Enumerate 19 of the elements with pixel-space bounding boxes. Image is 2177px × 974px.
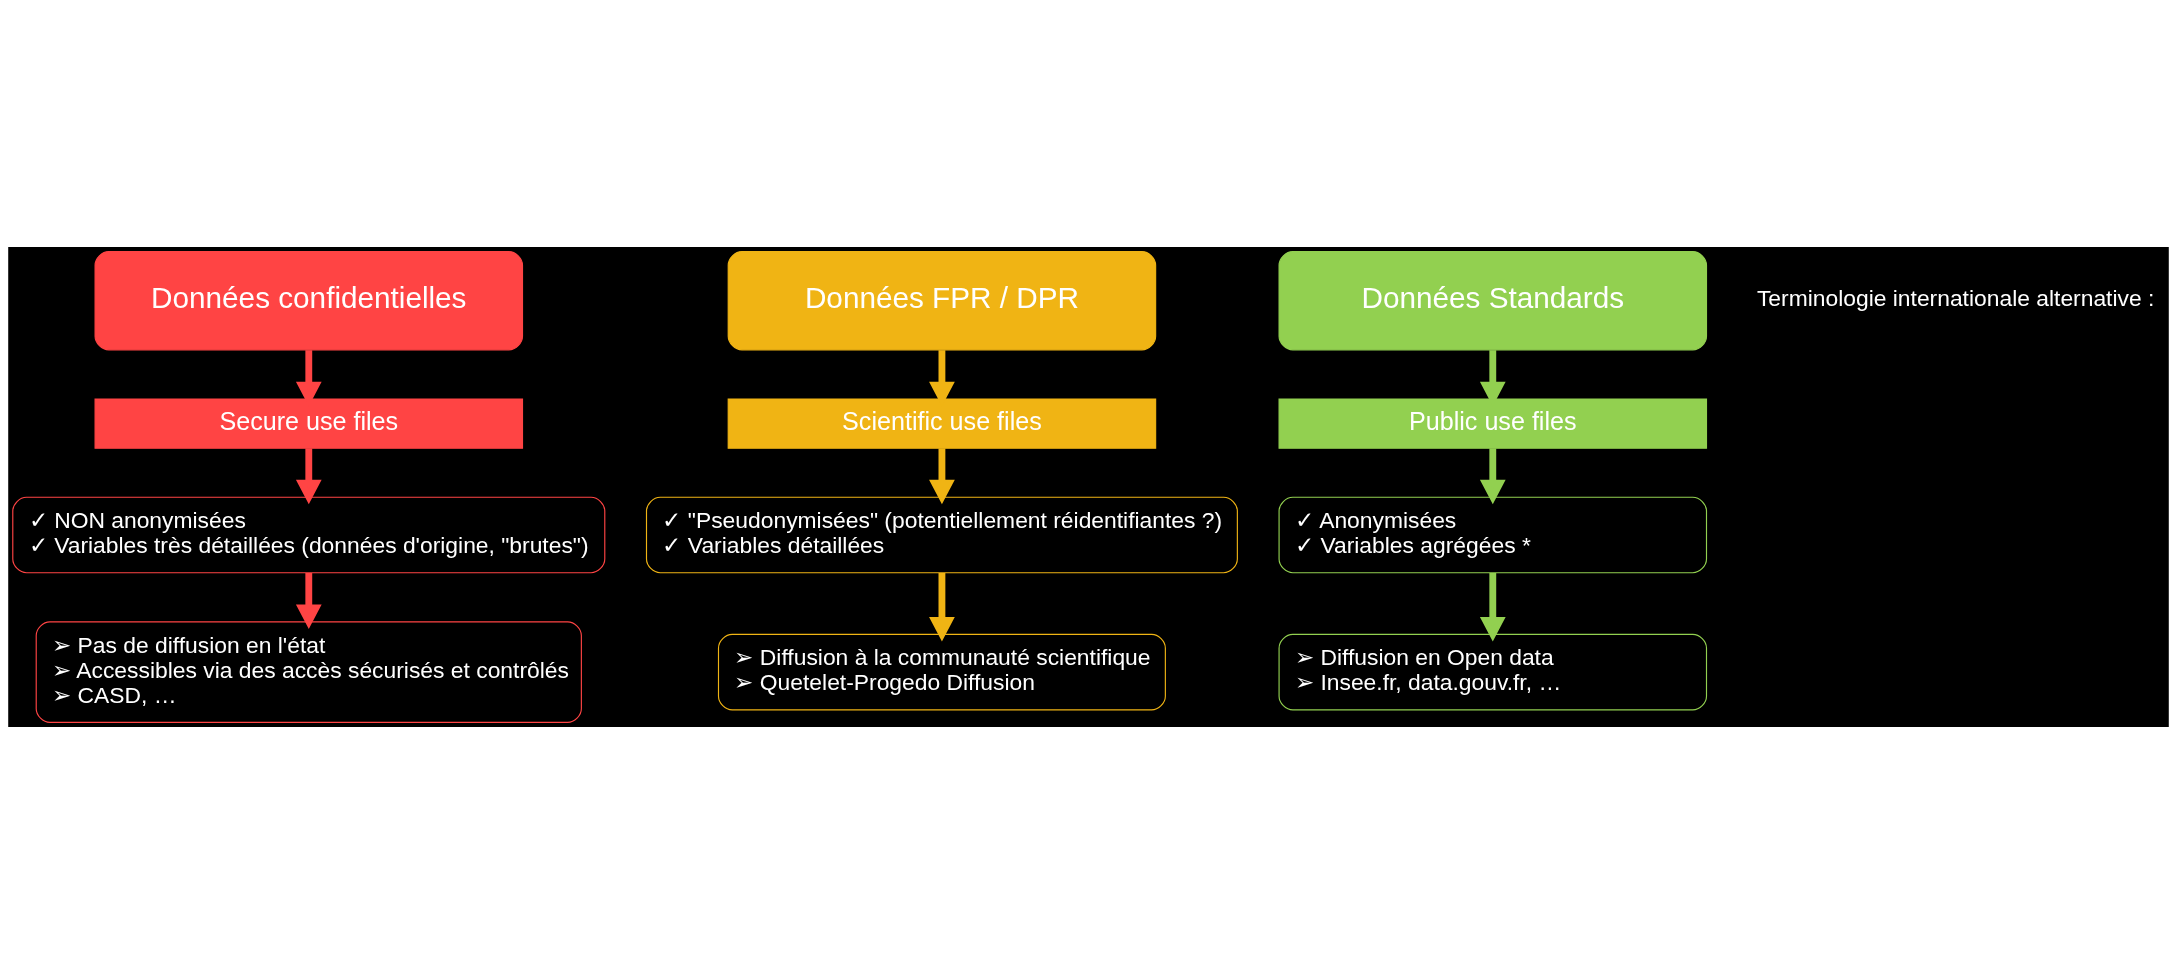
label: Terminologie internationale alternative :: [1756, 285, 2155, 312]
node-box: ✓ NON anonymisées ✓ Variables très détaillées (données d'origine, "brutes"): [12, 496, 606, 574]
node-box: ✓ Anonymisées ✓ Variables agrégées *: [1278, 496, 1708, 574]
node-box: Public use files: [1278, 398, 1708, 449]
arrow: [295, 448, 322, 505]
node-box: Données Standards: [1278, 251, 1708, 351]
node-box: ➢ Pas de diffusion en l'état ➢ Accessibles via des accès sécurisés et contrôlés ➢ CASD, …: [35, 621, 582, 723]
arrow: [1479, 573, 1506, 642]
arrow: [929, 448, 955, 505]
node-box: Données confidentielles: [94, 251, 524, 351]
node-box: Secure use files: [94, 398, 524, 449]
arrow: [295, 573, 322, 629]
arrow: [1479, 448, 1506, 505]
arrow: [929, 573, 955, 642]
node-box: Scientific use files: [727, 398, 1157, 449]
node-box: ➢ Diffusion en Open data ➢ Insee.fr, data.gouv.fr, …: [1278, 633, 1708, 711]
node-box: Données FPR / DPR: [727, 251, 1157, 351]
node-box: ✓ "Pseudonymisées" (potentiellement réidentifiantes ?) ✓ Variables détaillées: [645, 496, 1238, 574]
node-box: ➢ Diffusion à la communauté scientifique ➢ Quetelet-Progedo Diffusion: [717, 633, 1166, 711]
